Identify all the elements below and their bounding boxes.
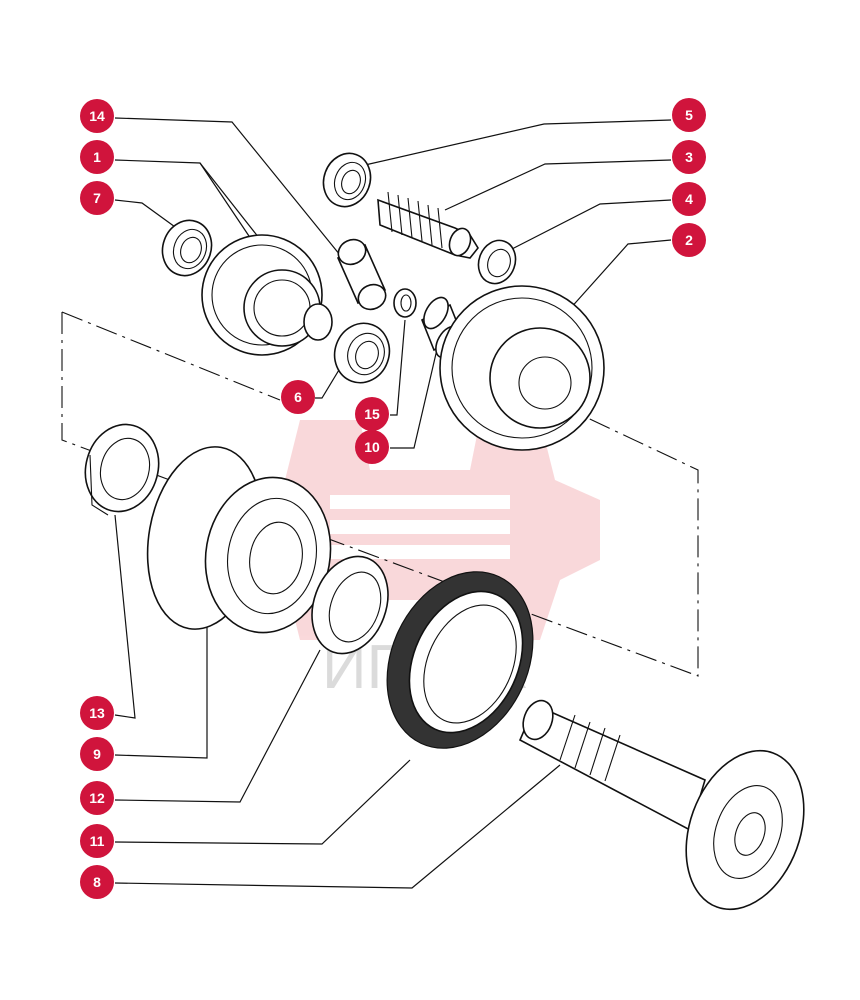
- callout-7-label: 7: [93, 190, 101, 206]
- leader-lines: [114, 117, 672, 889]
- part-1-double-gear: [201, 234, 333, 356]
- part-12-flat-ring: [311, 555, 389, 655]
- callout-2-label: 2: [685, 232, 693, 248]
- callout-1-label: 1: [93, 149, 101, 165]
- callout-1: 1: [80, 140, 114, 174]
- callout-12: 12: [80, 781, 114, 815]
- callout-2: 2: [672, 223, 706, 257]
- callout-5: 5: [672, 98, 706, 132]
- part-2-spur-gear: [439, 285, 605, 451]
- callout-3-label: 3: [685, 149, 693, 165]
- callout-11: 11: [80, 824, 114, 858]
- part-7-bearing: [161, 219, 213, 277]
- callout-6-label: 6: [294, 389, 302, 405]
- callout-5-label: 5: [685, 107, 693, 123]
- part-4-bearing: [477, 239, 517, 285]
- callout-7: 7: [80, 181, 114, 215]
- callout-14-label: 14: [89, 108, 105, 124]
- callout-6: 6: [281, 380, 315, 414]
- part-11-seal: [386, 571, 534, 749]
- part-9-roller-bearing: [146, 446, 332, 634]
- callout-14: 14: [80, 99, 114, 133]
- callout-12-label: 12: [89, 790, 105, 806]
- part-15-snap-ring: [393, 288, 417, 318]
- callout-4: 4: [672, 182, 706, 216]
- callout-8-label: 8: [93, 874, 101, 890]
- part-13-ring: [84, 423, 160, 516]
- callout-10: 10: [355, 430, 389, 464]
- part-14-sleeve: [336, 238, 387, 311]
- callout-9-label: 9: [93, 746, 101, 762]
- callout-15: 15: [355, 397, 389, 431]
- callout-13-label: 13: [89, 705, 105, 721]
- callout-8: 8: [80, 865, 114, 899]
- callout-4-label: 4: [685, 191, 693, 207]
- callout-11-label: 11: [90, 833, 105, 849]
- callout-10-label: 10: [364, 439, 380, 455]
- callout-15-label: 15: [364, 406, 380, 422]
- part-5-bearing: [322, 152, 372, 208]
- part-6-bearing: [333, 322, 391, 384]
- callout-3: 3: [672, 140, 706, 174]
- part-3-pinion-shaft: [377, 191, 479, 259]
- callout-9: 9: [80, 737, 114, 771]
- callout-13: 13: [80, 696, 114, 730]
- assembly-boundary-dashdot: [61, 312, 699, 677]
- assembly-boundary-dashdot-top: [61, 311, 281, 401]
- part-8-flange-shaft: [518, 699, 805, 911]
